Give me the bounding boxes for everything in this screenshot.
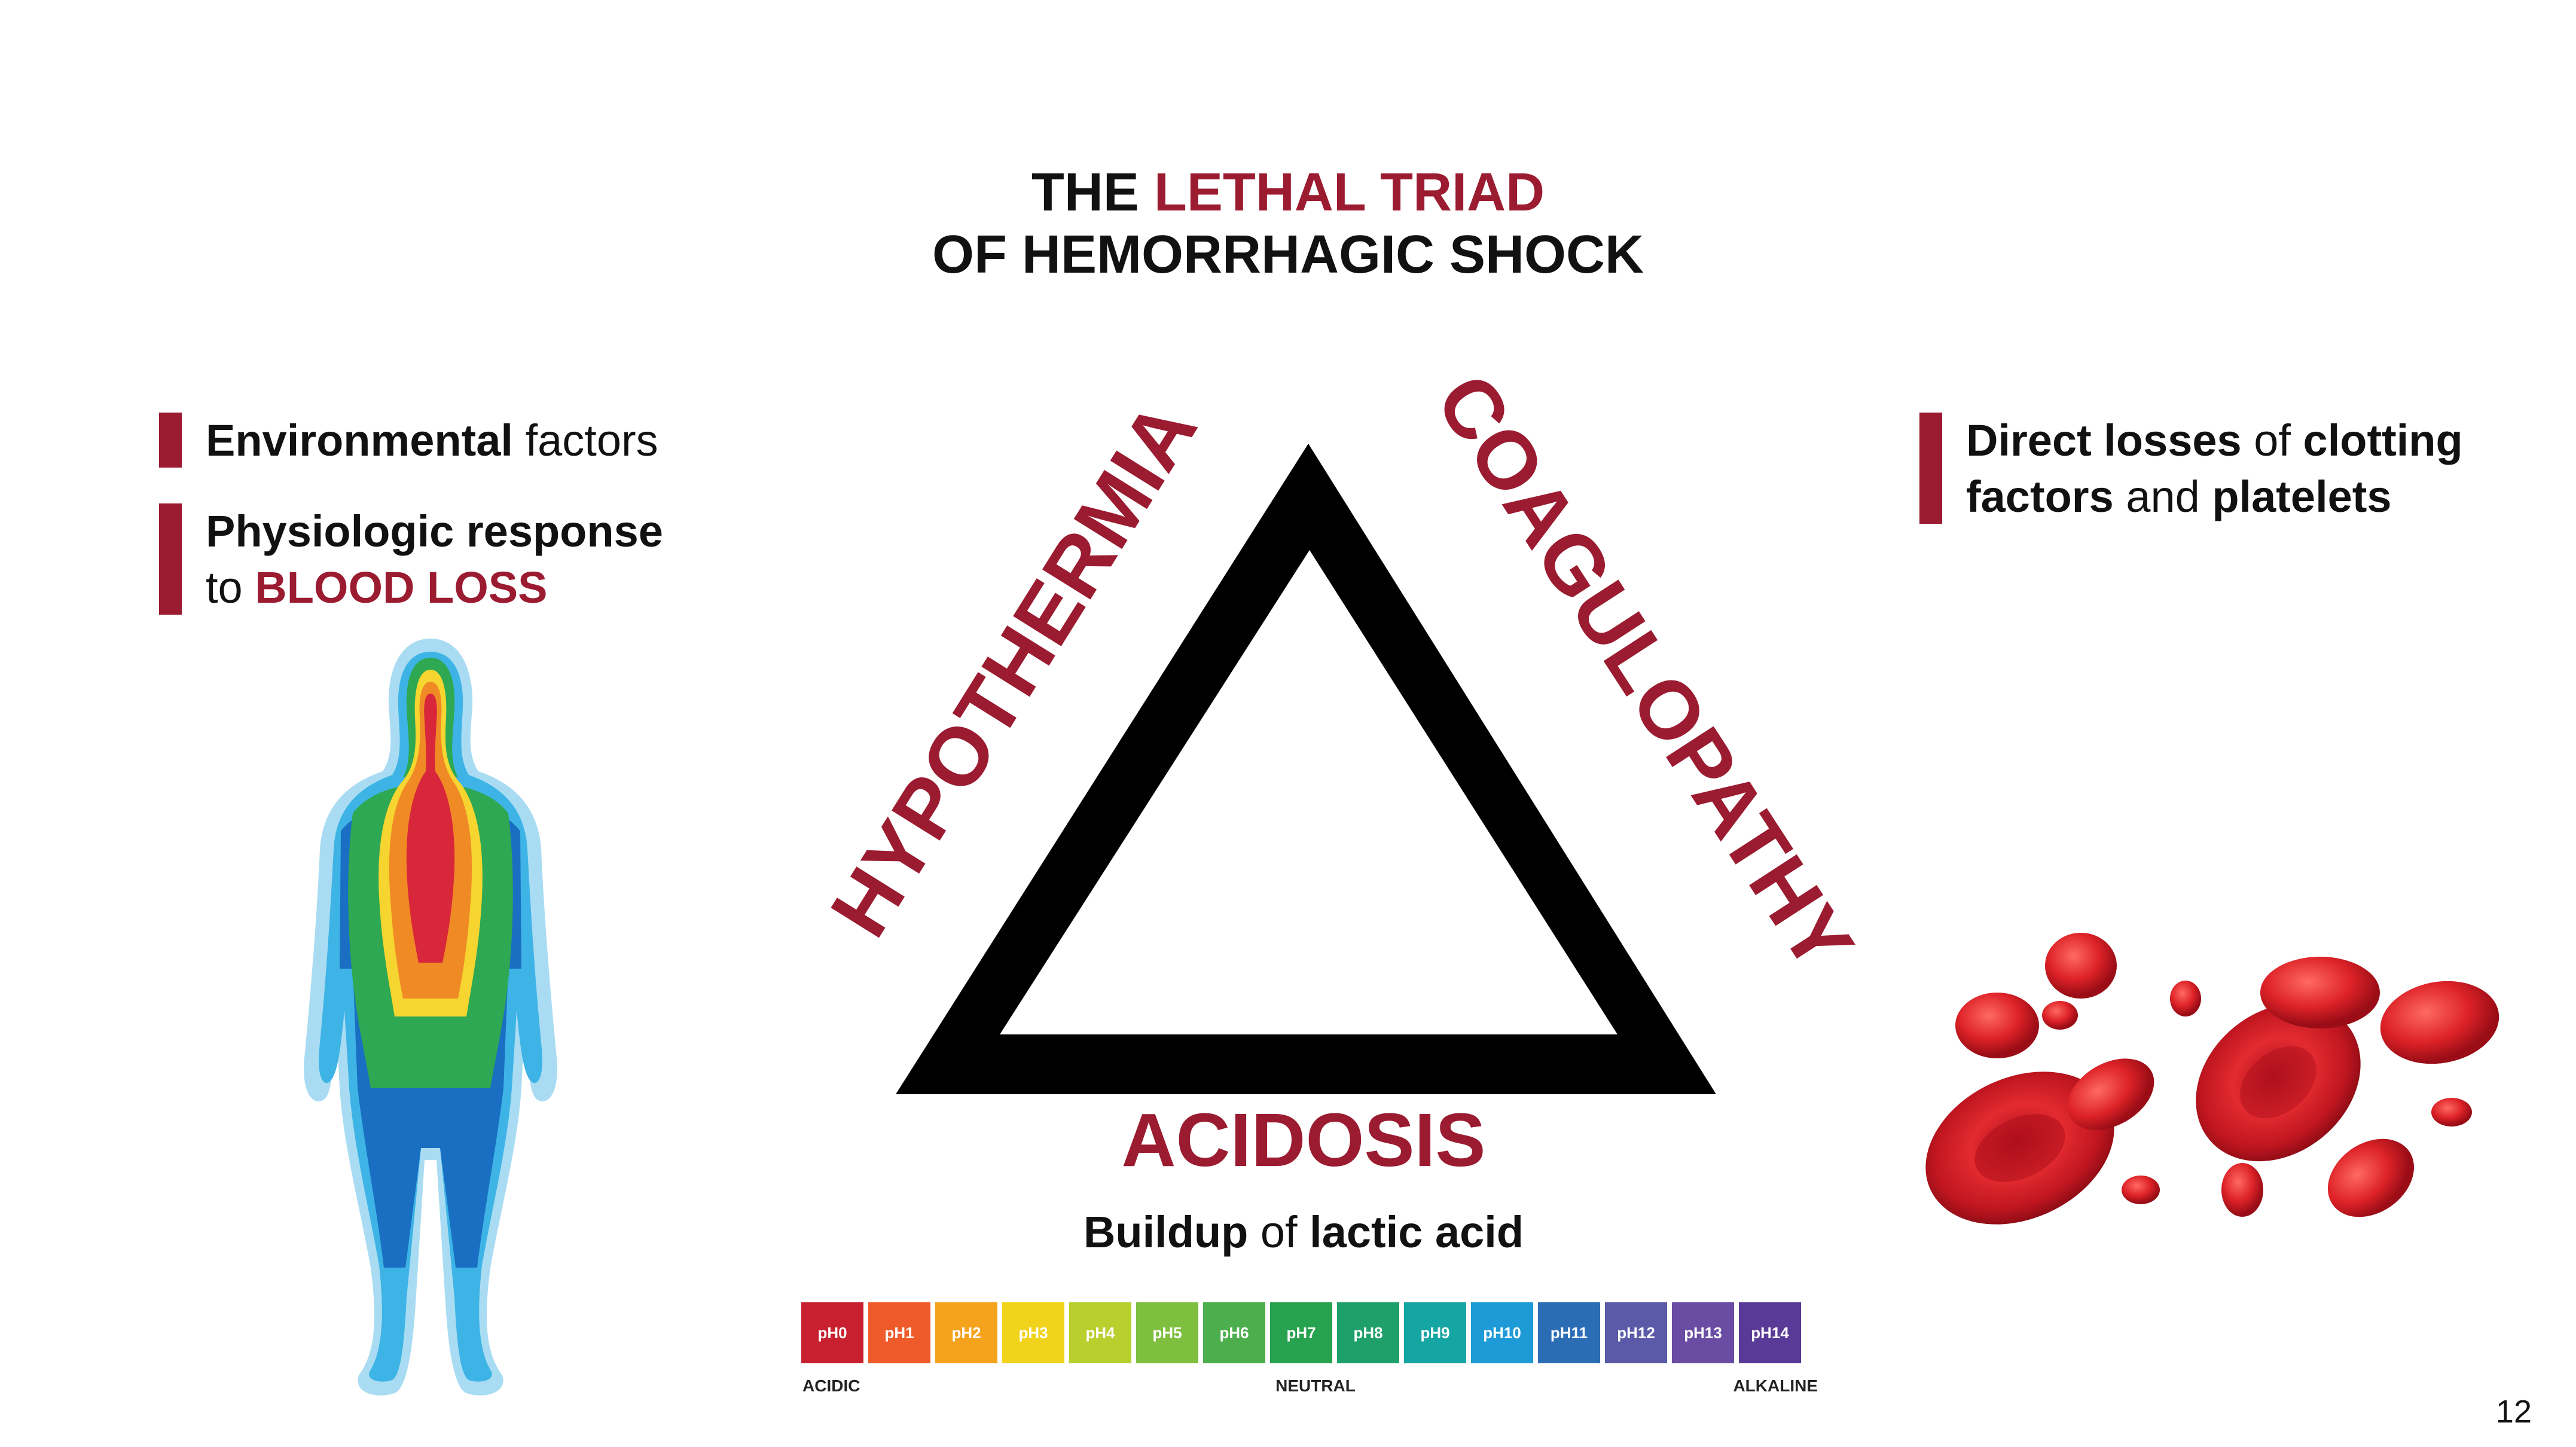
bullet-bar (159, 503, 182, 615)
blood-cell (2327, 1138, 2415, 1217)
bullet-rest: factors (525, 416, 658, 465)
title-line2: OF HEMORRHAGIC SHOCK (932, 225, 1644, 285)
ph-cell: pH13 (1672, 1302, 1734, 1363)
ph-cell: pH8 (1337, 1302, 1399, 1363)
thermal-body-illustration (304, 639, 557, 1396)
bullet-bold: Physiologic response (206, 506, 663, 556)
ph-label-alkaline: ALKALINE (1733, 1376, 1818, 1395)
title-plain: THE (1031, 163, 1139, 222)
blood-cell (2067, 1058, 2154, 1130)
ph-cell: pH3 (1002, 1302, 1064, 1363)
page-number: 12 (2495, 1394, 2532, 1430)
ph-cell: pH6 (1203, 1302, 1265, 1363)
ph-cell: pH1 (868, 1302, 930, 1363)
acidosis-caption: Buildup of lactic acid (837, 1207, 1770, 1257)
caption-bold: lactic acid (1310, 1207, 1524, 1257)
ph-cell: pH2 (935, 1302, 997, 1363)
blood-cell (2042, 1001, 2078, 1030)
blood-cell (2221, 1163, 2263, 1217)
ph-cell: pH11 (1538, 1302, 1600, 1363)
blood-cell (2045, 933, 2117, 999)
bullet-bold: Environmental (206, 416, 513, 465)
blood-cell (2170, 981, 2201, 1016)
label-acidosis: ACIDOSIS (1121, 1098, 1486, 1182)
caption-plain: of (1260, 1207, 1298, 1257)
bullet-bold: clotting (2303, 416, 2463, 465)
ph-label-acidic: ACIDIC (802, 1376, 860, 1395)
red-blood-cells-illustration (1925, 933, 2499, 1225)
ph-label-neutral: NEUTRAL (1275, 1376, 1356, 1395)
bullet-to: to (206, 563, 243, 612)
ph-cell: pH0 (801, 1302, 863, 1363)
bullet-bold: Direct losses (1966, 416, 2242, 465)
ph-cell: pH10 (1471, 1302, 1533, 1363)
ph-cell: pH7 (1270, 1302, 1332, 1363)
caption-bold: Buildup (1083, 1207, 1249, 1257)
ph-cell: pH4 (1069, 1302, 1131, 1363)
blood-cell (2431, 1098, 2472, 1127)
bullet-plain: and (2126, 472, 2200, 521)
ph-cell: pH12 (1605, 1302, 1667, 1363)
bullet-physiologic: Physiologic response to BLOOD LOSS (159, 503, 663, 616)
blood-cell (2122, 1176, 2160, 1204)
bullet-bar (1919, 413, 1942, 524)
lethal-triad-triangle (896, 444, 1716, 1094)
ph-cell: pH9 (1404, 1302, 1466, 1363)
ph-cell: pH14 (1739, 1302, 1801, 1363)
bullet-bar (159, 413, 182, 468)
bullet-bold: factors (1966, 472, 2114, 521)
bullet-bold: platelets (2212, 472, 2392, 521)
bullet-direct-losses: Direct losses of clotting factors and pl… (1919, 413, 2463, 525)
ph-cell: pH5 (1136, 1302, 1198, 1363)
bullet-environmental: Environmental factors (159, 413, 658, 469)
title-accent: LETHAL TRIAD (1153, 163, 1545, 222)
bullet-accent: BLOOD LOSS (255, 563, 548, 612)
blood-cell (2380, 981, 2499, 1064)
slide-title: THE LETHAL TRIAD OF HEMORRHAGIC SHOCK (0, 161, 2576, 286)
bullet-plain: of (2254, 416, 2291, 465)
blood-cell (2260, 957, 2380, 1028)
blood-cell (1955, 993, 2039, 1058)
